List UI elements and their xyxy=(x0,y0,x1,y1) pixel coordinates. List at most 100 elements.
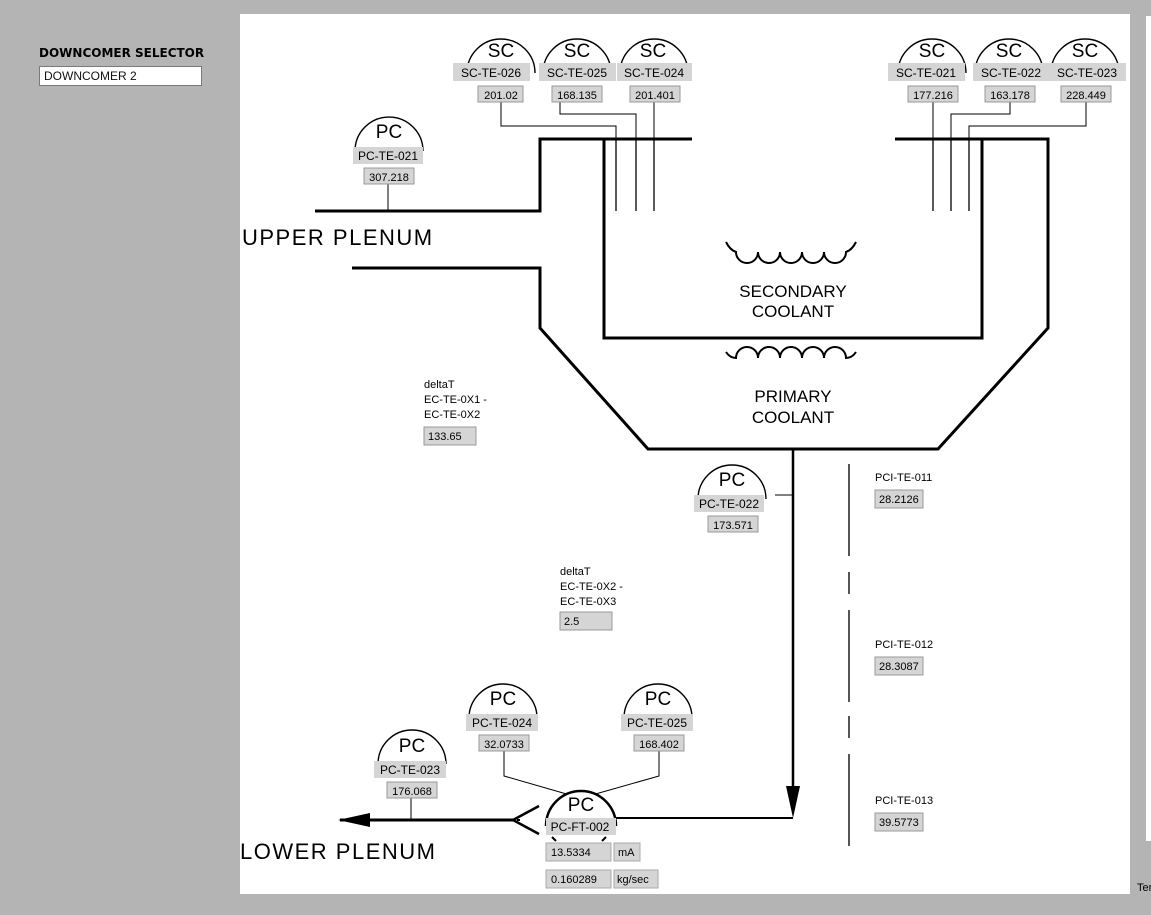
delta-t-formula-2: EC-TE-0X3 xyxy=(560,596,616,608)
sensor-value: 173.571 xyxy=(713,520,753,532)
delta-t-value-box xyxy=(423,426,477,446)
flow-current-unit: mA xyxy=(618,847,635,859)
sensor-pc-te-023: PC PC-TE-023 176.068 xyxy=(374,729,447,799)
sensor-tag: SC-TE-025 xyxy=(547,66,607,80)
piping xyxy=(315,102,1087,846)
upper-plenum-label: UPPER PLENUM xyxy=(242,225,434,250)
sensor-value: 176.068 xyxy=(392,786,432,798)
sensor-type-label: PC xyxy=(719,470,745,491)
flow-arrow-left-icon xyxy=(338,813,370,827)
delta-t-value: 133.65 xyxy=(428,431,462,443)
downcomer-selector-input[interactable]: DOWNCOMER 2 xyxy=(39,66,202,86)
sensor-pc-te-025: PC PC-TE-025 168.402 xyxy=(621,683,693,752)
flow-rate-value-box xyxy=(545,869,612,889)
footer-text: Ter xyxy=(1137,882,1151,894)
pci-value: 28.2126 xyxy=(879,494,919,506)
sensor-type-label: PC xyxy=(645,689,671,710)
pci-value-box xyxy=(874,656,924,676)
sensor-value-box xyxy=(984,85,1036,103)
sensor-value: 177.216 xyxy=(913,90,953,102)
flow-rate-value: 0.160289 xyxy=(551,874,597,886)
right-edge-panel xyxy=(1146,16,1151,841)
sensor-type-label: SC xyxy=(919,41,945,62)
delta-t-formula-1: EC-TE-0X2 - xyxy=(560,581,623,593)
process-diagram-panel: UPPER PLENUM LOWER PLENUM SECONDARY COOL… xyxy=(240,14,1130,894)
sensor-value: 228.449 xyxy=(1066,90,1106,102)
sensor-value: 201.02 xyxy=(484,90,518,102)
delta-t-value: 2.5 xyxy=(564,616,579,628)
sensor-tag: SC-TE-026 xyxy=(461,66,521,80)
pci-value-box xyxy=(874,812,924,832)
sensor-tag: PC-TE-021 xyxy=(358,149,418,163)
sensor-pc-te-022: PC PC-TE-022 173.571 xyxy=(694,464,767,533)
sensor-value-box xyxy=(907,85,959,103)
pci-te-013-readout: PCI-TE-013 39.5773 xyxy=(874,795,933,832)
sensor-type-label: SC xyxy=(996,41,1022,62)
delta-t-formula-1: EC-TE-0X1 - xyxy=(424,394,487,406)
sensor-sc-te-022: SC SC-TE-022 163.178 xyxy=(973,38,1050,103)
sensor-type-label: SC xyxy=(640,41,666,62)
sensor-value: 32.0733 xyxy=(484,739,524,751)
flow-rate-unit: kg/sec xyxy=(617,874,649,886)
sensor-tag: PC-TE-023 xyxy=(380,763,440,777)
sensor-tag: SC-TE-021 xyxy=(896,66,956,80)
sensor-pc-te-024: PC PC-TE-024 32.0733 xyxy=(466,683,538,752)
sensor-tag: SC-TE-022 xyxy=(981,66,1041,80)
sensor-type-label: SC xyxy=(564,41,590,62)
sensor-value-box xyxy=(707,515,759,533)
sensor-sc-te-021: SC SC-TE-021 177.216 xyxy=(888,38,967,103)
delta-t-readout-1: deltaT EC-TE-0X1 - EC-TE-0X2 133.65 xyxy=(423,379,487,446)
delta-t-formula-2: EC-TE-0X2 xyxy=(424,409,480,421)
sensor-value-box xyxy=(478,734,530,752)
sensor-value-box xyxy=(1060,85,1112,103)
flow-current-value-box xyxy=(545,842,612,862)
sensor-value-box xyxy=(477,85,524,103)
sensor-value: 163.178 xyxy=(990,90,1030,102)
sensor-type-label: PC xyxy=(490,689,516,710)
sensor-type-label: PC xyxy=(399,736,425,757)
sensor-sc-te-025: SC SC-TE-025 168.135 xyxy=(539,38,616,103)
flow-arrow-down-icon xyxy=(786,786,800,818)
process-diagram: UPPER PLENUM LOWER PLENUM SECONDARY COOL… xyxy=(240,38,1126,889)
sensor-tag: PC-TE-024 xyxy=(472,716,532,730)
sensor-sc-te-026: SC SC-TE-026 201.02 xyxy=(453,38,536,103)
flow-meter-pc-ft-002: PC PC-FT-002 13.5334 mA 0.160289 kg/sec xyxy=(544,789,659,889)
sensor-tag: PC-TE-025 xyxy=(627,716,687,730)
sensor-value-box xyxy=(633,734,685,752)
sensor-value: 307.218 xyxy=(369,172,409,184)
sensor-tag: SC-TE-024 xyxy=(624,66,684,80)
primary-coolant-label-1: PRIMARY xyxy=(754,387,831,406)
pci-tag: PCI-TE-011 xyxy=(875,472,932,484)
secondary-coolant-label-2: COOLANT xyxy=(752,302,834,321)
sensor-tag: PC-TE-022 xyxy=(699,497,759,511)
sensor-pc-te-021: PC PC-TE-021 307.218 xyxy=(353,116,424,185)
sensor-value-box xyxy=(629,85,681,103)
sensor-sc-te-023: SC SC-TE-023 228.449 xyxy=(1049,38,1126,103)
delta-t-value-box xyxy=(559,611,613,631)
lower-plenum-label: LOWER PLENUM xyxy=(240,839,436,864)
pci-tag: PCI-TE-013 xyxy=(875,795,933,807)
sensor-value-box xyxy=(363,167,415,185)
secondary-coolant-label-1: SECONDARY xyxy=(739,282,846,301)
sensor-type-label: SC xyxy=(488,41,514,62)
delta-t-title: deltaT xyxy=(424,379,455,391)
flow-current-value: 13.5334 xyxy=(551,847,591,859)
sensor-value: 201.401 xyxy=(635,90,675,102)
delta-t-title: deltaT xyxy=(560,566,591,578)
delta-t-readout-2: deltaT EC-TE-0X2 - EC-TE-0X3 2.5 xyxy=(559,566,623,631)
pci-te-011-readout: PCI-TE-011 28.2126 xyxy=(874,472,932,509)
sensor-value: 168.402 xyxy=(639,739,679,751)
sensor-value-box xyxy=(551,85,603,103)
sensor-sc-te-024: SC SC-TE-024 201.401 xyxy=(617,38,692,103)
sensor-tag: PC-FT-002 xyxy=(551,820,610,834)
downcomer-selector-label: DOWNCOMER SELECTOR xyxy=(39,46,205,60)
sensor-value: 168.135 xyxy=(557,90,597,102)
sensor-type-label: PC xyxy=(376,122,402,143)
pci-value: 39.5773 xyxy=(879,817,919,829)
pci-value-box xyxy=(874,489,924,509)
pci-tag: PCI-TE-012 xyxy=(875,639,933,651)
sensor-tag: SC-TE-023 xyxy=(1057,66,1117,80)
pci-value: 28.3087 xyxy=(879,661,919,673)
sensor-value-box xyxy=(386,781,438,799)
sensor-type-label: SC xyxy=(1072,41,1098,62)
